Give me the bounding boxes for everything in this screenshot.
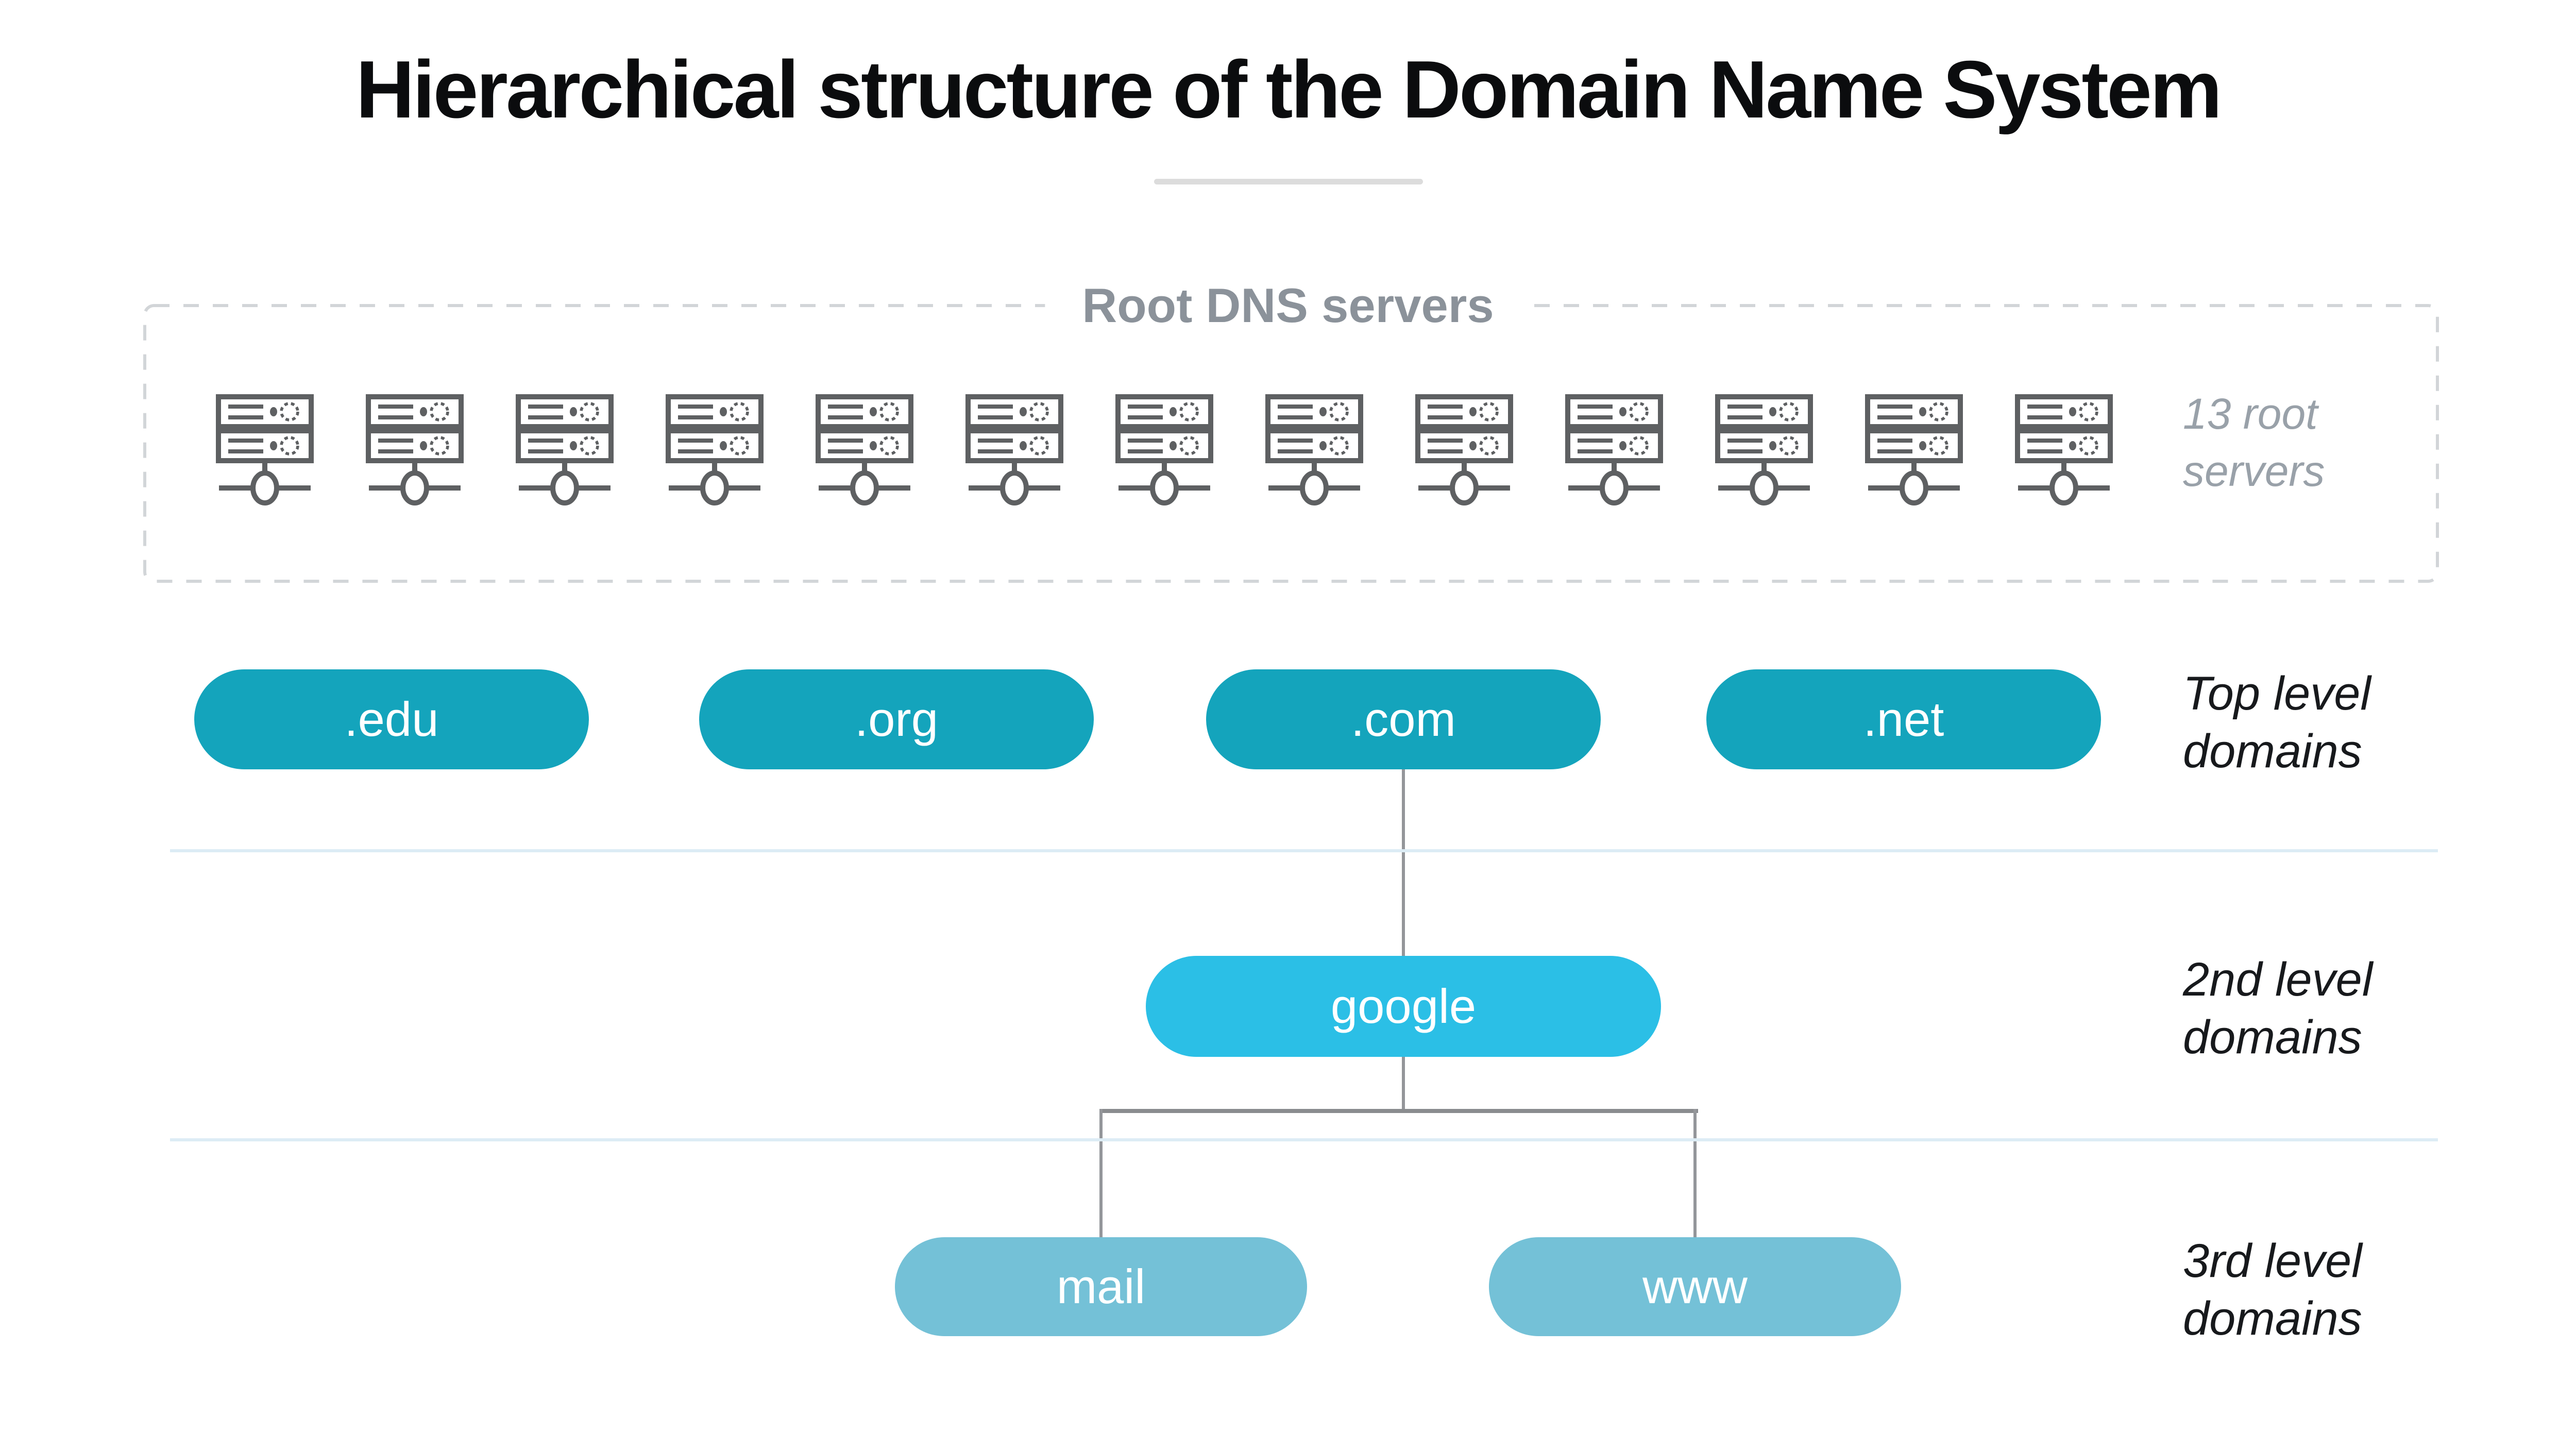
branch-drop-www: [1693, 1109, 1697, 1238]
root-dns-servers-label: Root DNS servers: [1045, 277, 1531, 334]
branch-bar: [1099, 1109, 1698, 1113]
server-icon: [1115, 394, 1213, 506]
server-icon: [366, 394, 464, 506]
server-icon: [1415, 394, 1513, 506]
tld-node-edu: .edu: [194, 669, 589, 769]
server-icon: [816, 394, 913, 506]
root-servers-row: [216, 394, 2113, 509]
server-icon: [1715, 394, 1813, 506]
server-icon: [2015, 394, 2113, 506]
branch-drop-mail: [1099, 1109, 1103, 1238]
third-level-domains-label: 3rd level domains: [2183, 1235, 2362, 1345]
root-servers-count-note: 13 root servers: [2183, 390, 2325, 495]
root-servers-box-border: [143, 304, 2439, 583]
title-divider: [1154, 179, 1423, 184]
server-icon: [216, 394, 314, 506]
server-icon: [1265, 394, 1363, 506]
connector-google-branch: [1402, 1057, 1405, 1110]
page-title: Hierarchical structure of the Domain Nam…: [355, 44, 2223, 135]
level-divider-1: [170, 849, 2438, 852]
level-divider-2: [170, 1138, 2438, 1141]
tld-node-com: .com: [1206, 669, 1601, 769]
server-icon: [1865, 394, 1963, 506]
server-icon: [1565, 394, 1663, 506]
server-icon: [666, 394, 764, 506]
server-icon: [516, 394, 614, 506]
third-level-node-mail: mail: [895, 1237, 1307, 1336]
server-icon: [965, 394, 1063, 506]
connector-com-google: [1402, 769, 1405, 956]
tld-node-net: .net: [1706, 669, 2101, 769]
top-level-domains-label: Top level domains: [2183, 667, 2371, 778]
tld-node-org: .org: [699, 669, 1094, 769]
third-level-node-www: www: [1489, 1237, 1901, 1336]
second-level-domains-label: 2nd level domains: [2183, 953, 2373, 1064]
second-level-node-google: google: [1146, 956, 1661, 1057]
